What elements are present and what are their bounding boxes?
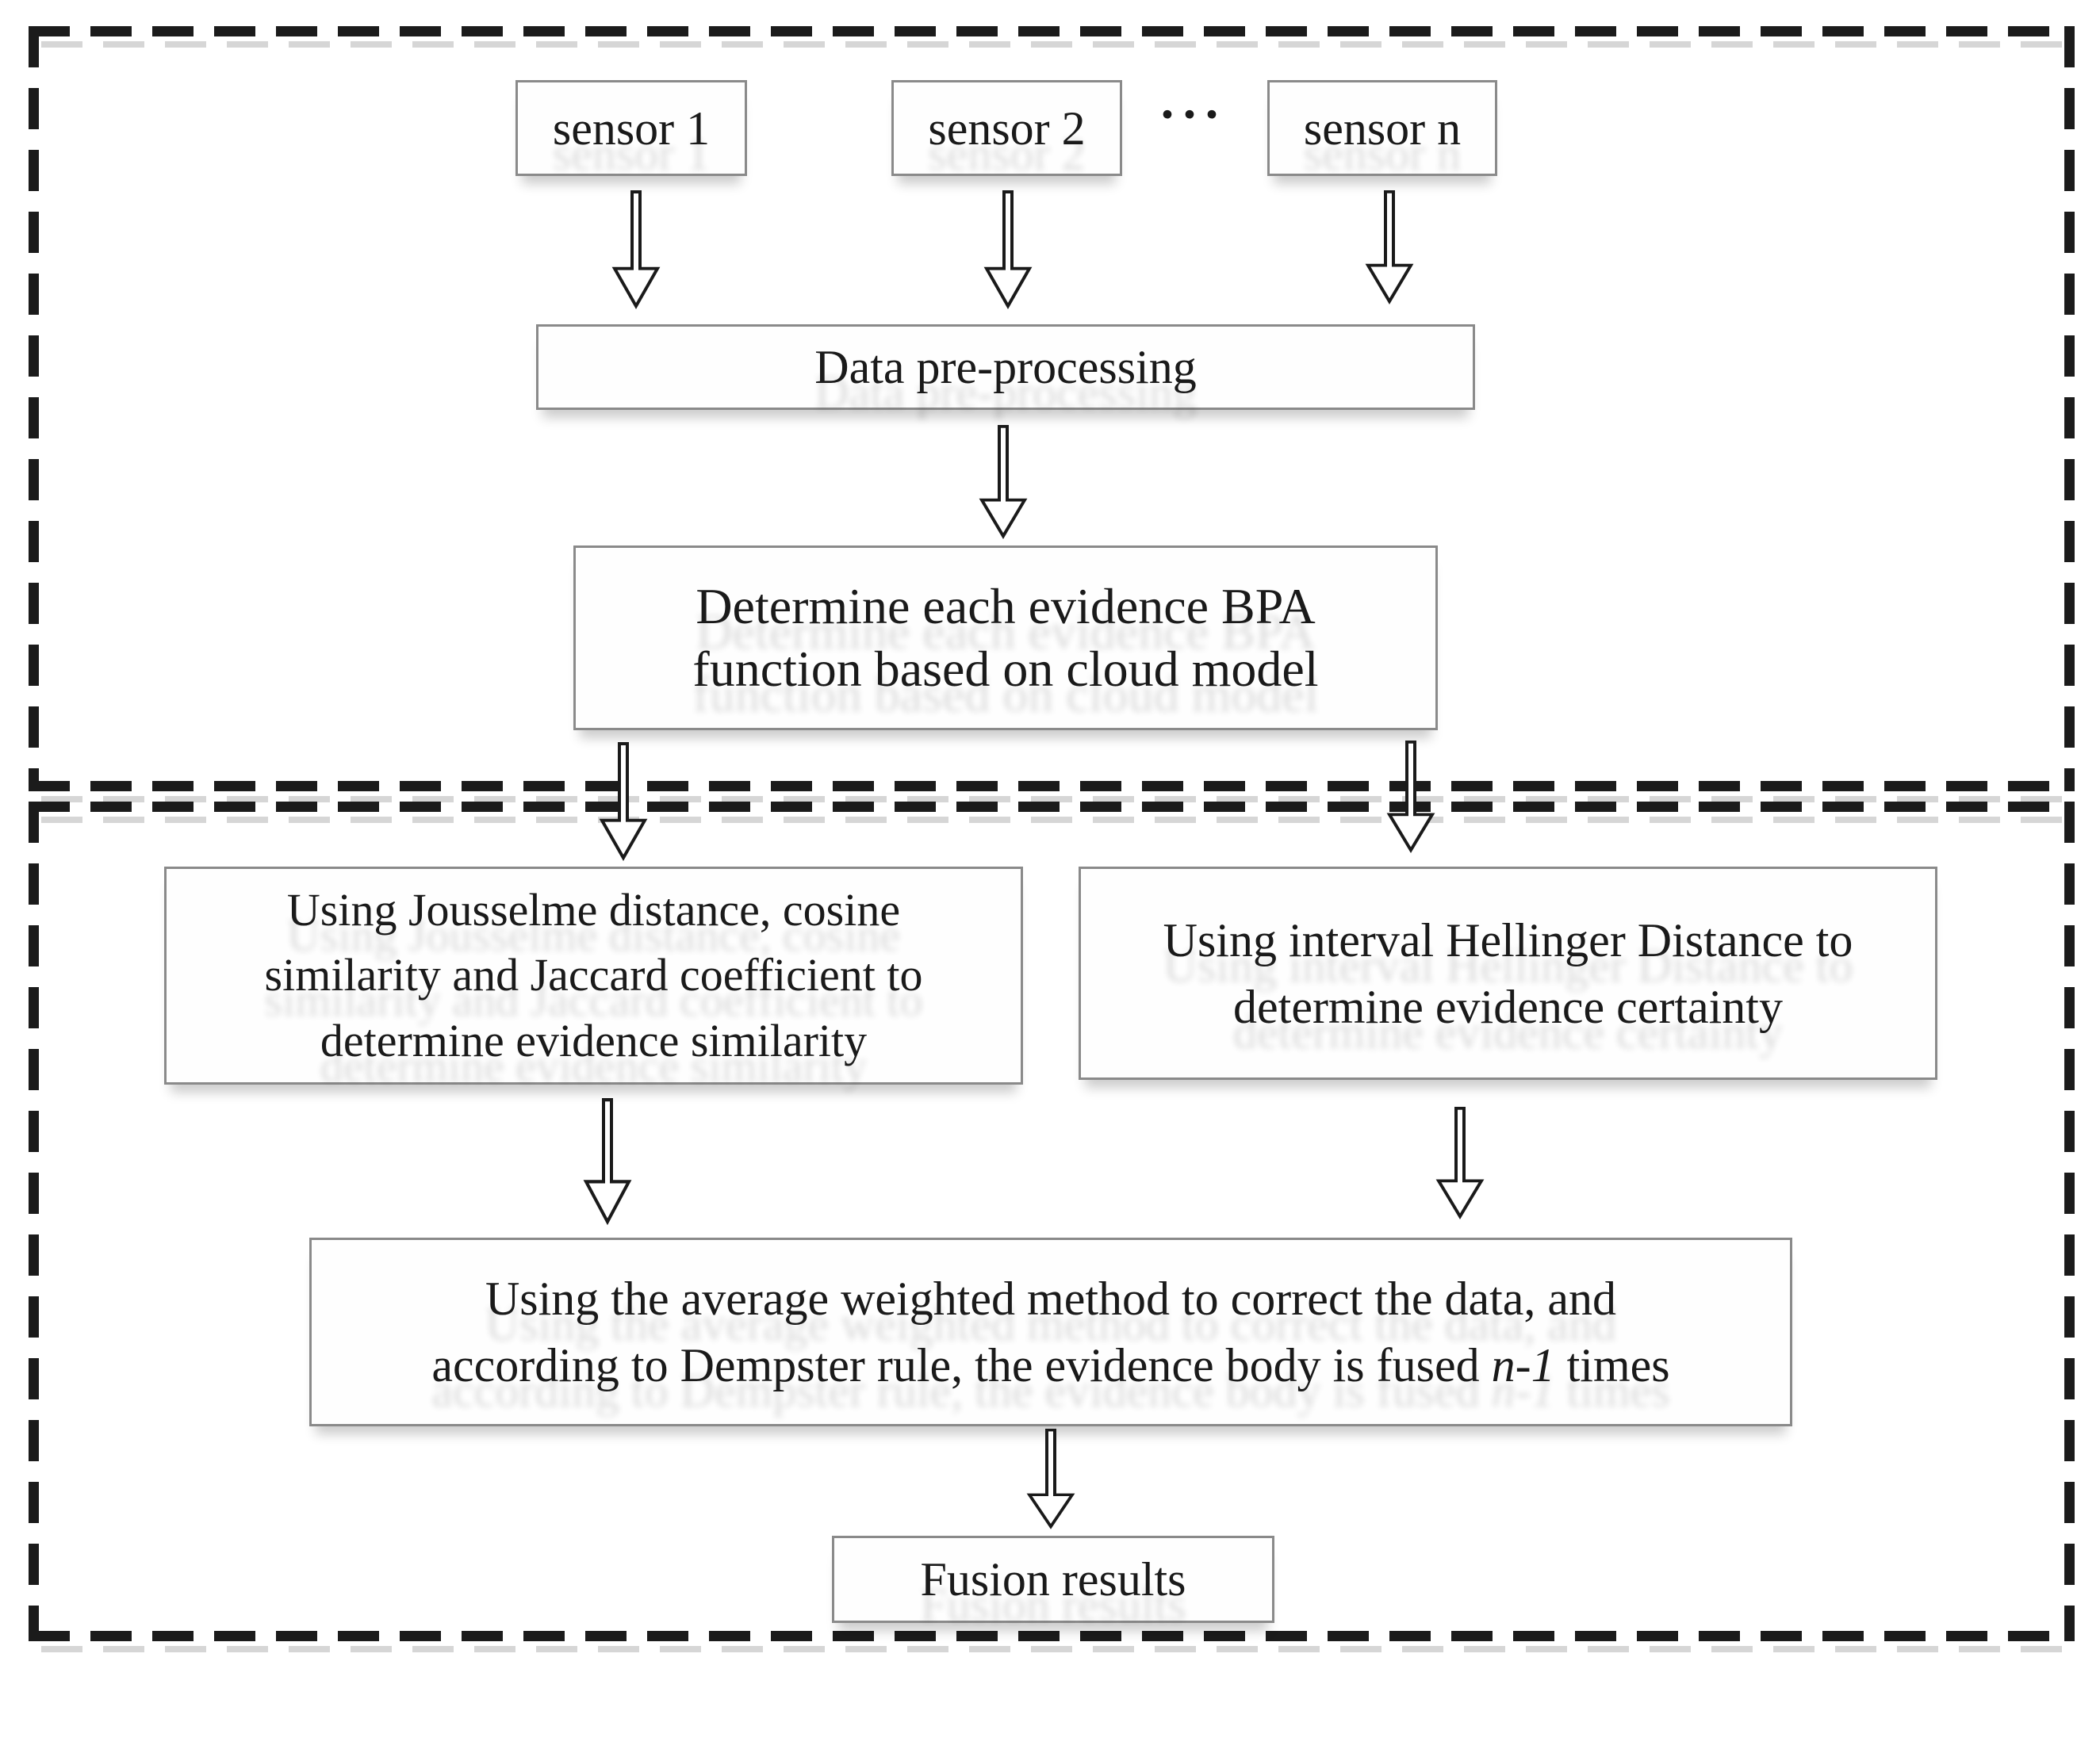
lower-dashed-region xyxy=(29,802,2075,1653)
down-arrow-icon xyxy=(979,425,1028,539)
dashed-border-left xyxy=(29,26,39,791)
data-preprocessing-box: Data pre-processing xyxy=(536,324,1475,410)
sensor-1-box: sensor 1 xyxy=(515,80,747,176)
certainty-box: Using interval Hellinger Distance to det… xyxy=(1079,867,1937,1080)
ellipsis-label: ··· xyxy=(1158,86,1226,144)
sensor-2-label: sensor 2 xyxy=(928,101,1086,155)
down-arrow-icon xyxy=(983,190,1033,310)
fusion-rule-box: Using the average weighted method to cor… xyxy=(309,1238,1792,1426)
down-arrow-icon xyxy=(599,742,648,862)
upper-dashed-region xyxy=(29,26,2075,803)
sensor-n-label: sensor n xyxy=(1303,101,1462,155)
bpa-box: Determine each evidence BPA function bas… xyxy=(573,545,1438,730)
dashed-border-top xyxy=(29,26,2075,48)
dashed-border-right xyxy=(2064,26,2075,791)
sensor-2-box: sensor 2 xyxy=(891,80,1122,176)
similarity-line: determine evidence similarity xyxy=(320,1014,868,1066)
similarity-line: Using Jousselme distance, cosine xyxy=(286,883,901,936)
bpa-line: Determine each evidence BPA xyxy=(696,578,1316,635)
fusion-results-label: Fusion results xyxy=(920,1553,1186,1606)
n-minus-1-italic: n-1 xyxy=(1491,1339,1555,1391)
sensor-1-label: sensor 1 xyxy=(552,101,711,155)
fusion-rule-line2: according to Dempster rule, the evidence… xyxy=(431,1332,1669,1399)
data-preprocessing-label: Data pre-processing xyxy=(814,341,1197,393)
dashed-border-bottom xyxy=(29,1631,2075,1653)
certainty-line: Using interval Hellinger Distance to xyxy=(1163,913,1853,966)
fusion-rule-line2-suffix: times xyxy=(1554,1339,1670,1391)
down-arrow-icon xyxy=(1386,741,1435,853)
dashed-border-top xyxy=(29,802,2075,824)
down-arrow-icon xyxy=(1435,1107,1485,1219)
similarity-box: Using Jousselme distance, cosine similar… xyxy=(164,867,1023,1085)
down-arrow-icon xyxy=(1365,190,1414,304)
down-arrow-icon xyxy=(1026,1429,1075,1529)
similarity-line: similarity and Jaccard coefficient to xyxy=(264,949,923,1001)
fusion-results-box: Fusion results xyxy=(832,1536,1274,1623)
down-arrow-icon xyxy=(583,1098,632,1226)
dashed-border-bottom xyxy=(29,781,2075,803)
bpa-line: function based on cloud model xyxy=(692,640,1319,697)
fusion-rule-line1: Using the average weighted method to cor… xyxy=(485,1273,1617,1325)
fusion-rule-line2-prefix: according to Dempster rule, the evidence… xyxy=(431,1339,1492,1391)
sensor-n-box: sensor n xyxy=(1267,80,1497,176)
dashed-border-left xyxy=(29,802,39,1641)
certainty-line: determine evidence certainty xyxy=(1233,980,1783,1033)
down-arrow-icon xyxy=(611,190,661,310)
dashed-border-right xyxy=(2064,802,2075,1641)
